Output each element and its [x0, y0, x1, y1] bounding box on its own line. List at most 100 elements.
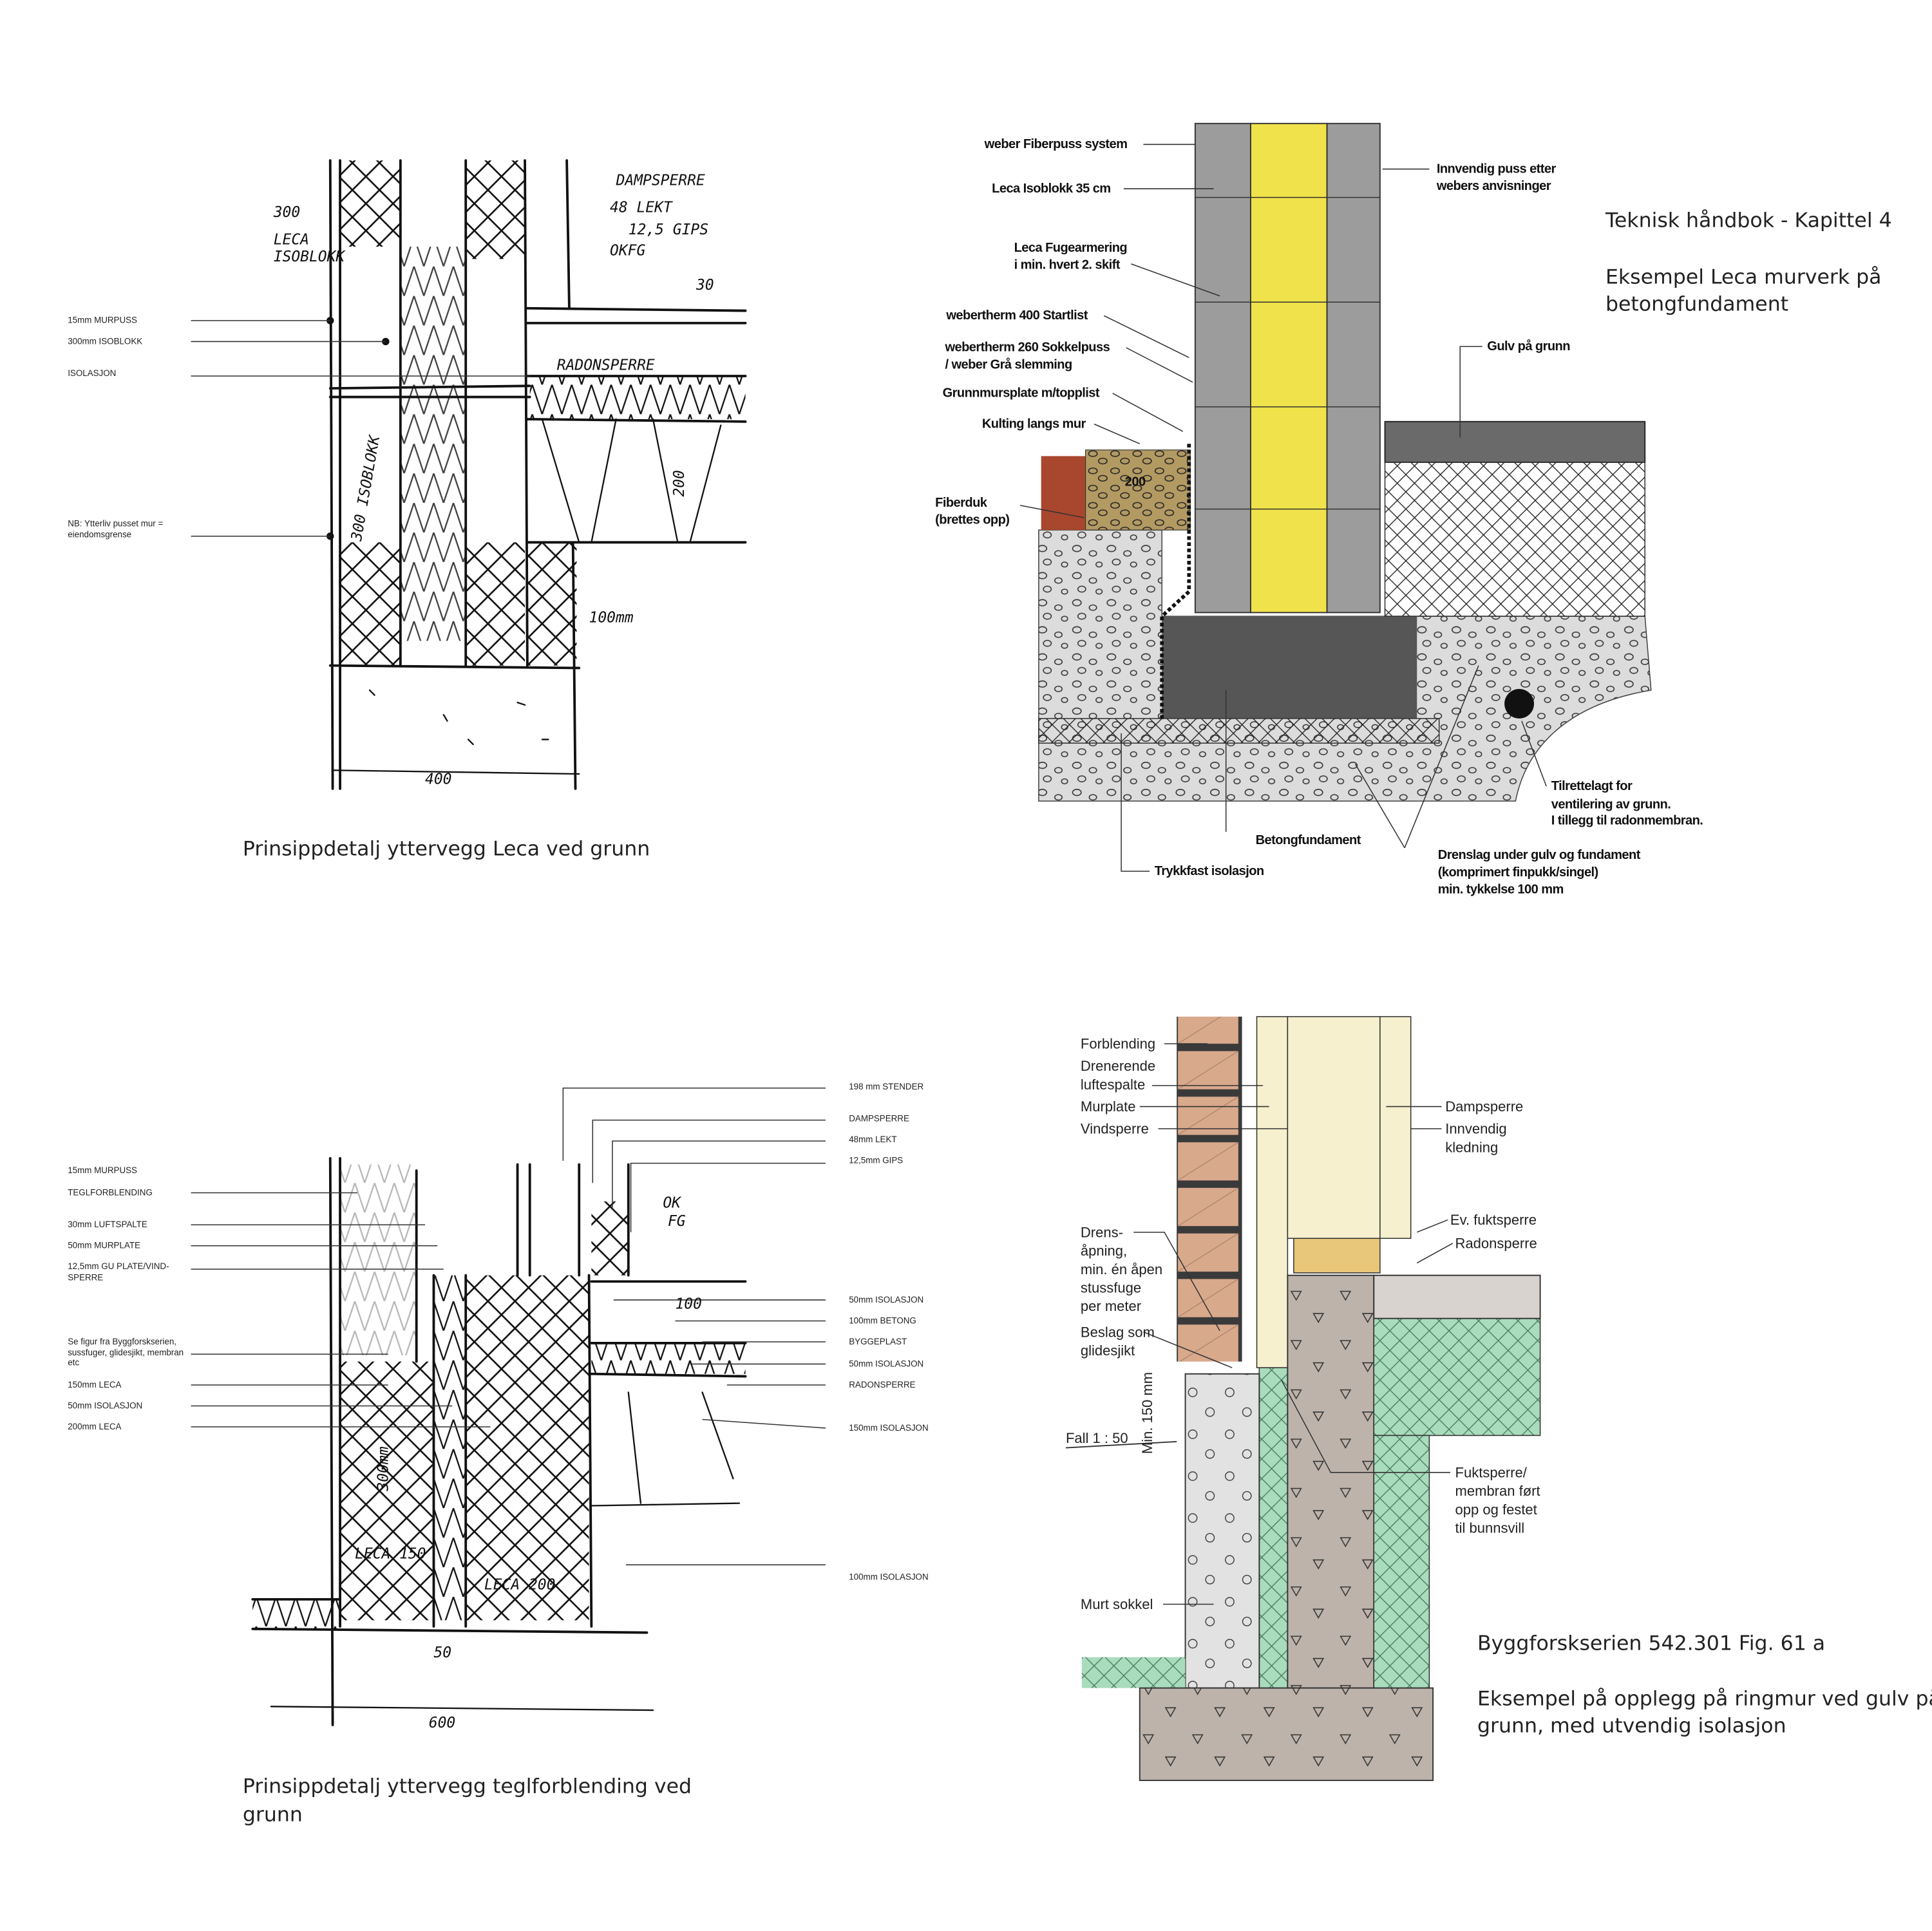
label-kledning: kledning	[1445, 1139, 1498, 1155]
label-apning: åpning,	[1081, 1243, 1127, 1259]
stud-insulation	[1287, 1016, 1381, 1239]
label-drens: Drens-	[1081, 1224, 1123, 1240]
handwritten-leca: LECA	[274, 231, 309, 248]
handwritten-dampsperre: DAMPSPERRE	[616, 172, 705, 189]
br-label-byggeplast: BYGGEPLAST	[849, 1337, 907, 1346]
bl-label-50-isolasjon: 50mm ISOLASJON	[68, 1400, 142, 1410]
bl-label-gu-plate: 12,5mm GU PLATE/VIND-	[68, 1261, 169, 1271]
top-right-drawing: weber Fiberpuss system Leca Isoblokk 35 …	[935, 122, 1892, 897]
caption-bottom-left-1: Prinsippdetalj yttervegg teglforblending…	[243, 1775, 692, 1798]
caption-bottom-left-2: grunn	[243, 1803, 303, 1826]
label-nb-note: NB: Ytterliv pusset mur =	[68, 518, 163, 528]
caption-top-left: Prinsippdetalj yttervegg Leca ved grunn	[243, 837, 650, 860]
bl-label-luftspalte: 30mm LUFTSPALTE	[68, 1220, 147, 1229]
handwritten-radonsperre: RADONSPERRE	[557, 357, 655, 373]
label-forblending: Forblending	[1081, 1036, 1155, 1052]
floor-insulation-wave	[529, 376, 746, 419]
label-drenslag-3: min. tykkelse 100 mm	[1438, 883, 1564, 897]
insulation-core	[1250, 122, 1328, 614]
bl-label-se-figur-2: sussfuger, glidesjikt, membran	[68, 1348, 184, 1357]
br-label-50-isolasjon: 50mm ISOLASJON	[849, 1295, 923, 1305]
label-innvendig-puss: Innvendig puss etter	[1437, 162, 1557, 176]
label-fugearmering: Leca Fugearmering	[1014, 241, 1127, 255]
isoblokk-lower-hatch-2	[466, 542, 526, 666]
floor-slab	[1384, 420, 1646, 463]
label-betongfundament: Betongfundament	[1256, 833, 1361, 847]
label-ventilering: Tilrettelagt for	[1551, 779, 1633, 793]
isoblokk-lower-hatch	[339, 542, 401, 666]
label-grunnmursplate: Grunnmursplate m/topplist	[943, 386, 1100, 400]
label-fuktsperre: Fuktsperre/	[1455, 1464, 1528, 1480]
ground-strip	[1081, 1657, 1186, 1688]
green-insulation-outer	[1258, 1367, 1289, 1689]
label-trykkfast: Trykkfast isolasjon	[1155, 864, 1264, 878]
label-fugearmering-2: i min. hvert 2. skift	[1014, 258, 1121, 272]
handwritten-leca-200: LECA 200	[484, 1577, 555, 1594]
description-line-2: grunn, med utvendig isolasjon	[1477, 1715, 1786, 1738]
label-fiberduk: Fiberduk	[935, 496, 988, 510]
label-min-en-apen: min. én åpen	[1081, 1261, 1162, 1277]
label-innvendig-puss-2: webers anvisninger	[1436, 179, 1551, 193]
murplate	[1256, 1016, 1289, 1368]
handwritten-200: 200	[671, 470, 688, 496]
handwritten-30: 30	[696, 277, 714, 294]
label-drenslag-2: (komprimert finpukk/singel)	[1438, 865, 1598, 880]
handwritten-okfg: OKFG	[610, 243, 645, 259]
bl-label-gu-plate-2: SPERRE	[68, 1272, 103, 1282]
floor-insulation	[1384, 462, 1645, 617]
label-bunnsvill: til bunnsvill	[1455, 1520, 1525, 1536]
handwritten-gips: 12,5 GIPS	[629, 221, 708, 238]
label-stussfuge: stussfuge	[1081, 1279, 1141, 1295]
leca-200-hatch	[466, 1275, 589, 1621]
label-kulting: Kulting langs mur	[982, 417, 1086, 431]
subtitle-line-1: Eksempel Leca murverk på	[1605, 265, 1882, 289]
label-per-meter: per meter	[1081, 1298, 1141, 1314]
pressure-insulation	[1038, 718, 1440, 744]
label-isolasjon: ISOLASJON	[68, 368, 116, 378]
label-slemming: / weber Grå slemming	[945, 357, 1072, 372]
label-ventilering-3: I tillegg til radonmembran.	[1551, 813, 1703, 827]
br-label-150-isolasjon: 150mm ISOLASJON	[849, 1423, 928, 1433]
label-glidesjikt: glidesjikt	[1081, 1342, 1135, 1359]
dimension-200: 200	[1125, 475, 1146, 489]
bl-label-se-figur: Se figur fra Byggforskserien,	[68, 1337, 176, 1346]
kulting	[1085, 449, 1191, 531]
bl-label-se-figur-3: etc	[68, 1357, 79, 1367]
isoblokk-hatch-2	[466, 160, 526, 259]
floor-insulation-green	[1373, 1317, 1541, 1436]
inner-hatch	[527, 542, 577, 666]
handwritten-300mm: 300mm	[375, 1446, 392, 1491]
label-radonsperre: Radonsperre	[1455, 1236, 1537, 1252]
label-fiberduk-2: (brettes opp)	[935, 513, 1009, 527]
handwritten-ok: OK	[663, 1194, 682, 1211]
brick-veneer	[1177, 1016, 1242, 1362]
label-drenerende: Drenerende	[1081, 1058, 1155, 1074]
bl-label-murplate: 50mm MURPLATE	[68, 1241, 140, 1250]
handwritten-48-lekt: 48 LEKT	[610, 200, 673, 216]
label-murpuss: 15mm MURPUSS	[68, 316, 137, 325]
br-label-dampsperre: DAMPSPERRE	[849, 1114, 909, 1124]
bl-label-200-leca: 200mm LECA	[68, 1422, 121, 1431]
bottom-left-sketch: 15mm MURPUSS TEGLFORBLENDING 30mm LUFTSP…	[68, 1082, 928, 1826]
floor-layers-wave	[591, 1342, 746, 1374]
handwritten-leca-150: LECA 150	[355, 1546, 426, 1563]
label-membran: membran ført	[1455, 1483, 1540, 1499]
inner-insulation	[1379, 1016, 1412, 1239]
bl-label-murpuss: 15mm MURPUSS	[68, 1165, 137, 1175]
ringmur	[1287, 1274, 1375, 1689]
label-beslag-som: Beslag som	[1081, 1324, 1155, 1340]
label-dampsperre: Dampsperre	[1445, 1098, 1523, 1115]
handwritten-400: 400	[425, 771, 451, 787]
drain-pipe	[1504, 688, 1535, 719]
sill-plate	[1293, 1238, 1381, 1274]
br-label-100-isolasjon: 100mm ISOLASJON	[849, 1572, 928, 1581]
top-left-sketch: 15mm MURPUSS 300mm ISOBLOKK ISOLASJON NB…	[68, 159, 747, 860]
bl-label-teglforblending: TEGLFORBLENDING	[68, 1187, 153, 1197]
label-sokkelpuss: webertherm 260 Sokkelpuss	[944, 341, 1110, 355]
source-byggforsk: Byggforskserien 542.301 Fig. 61 a	[1477, 1632, 1825, 1655]
green-insulation-inner	[1373, 1435, 1430, 1689]
br-label-lekt: 48mm LEKT	[849, 1135, 896, 1144]
br-label-radonsperre: RADONSPERRE	[849, 1380, 915, 1389]
br-label-stender: 198 mm STENDER	[849, 1082, 923, 1091]
